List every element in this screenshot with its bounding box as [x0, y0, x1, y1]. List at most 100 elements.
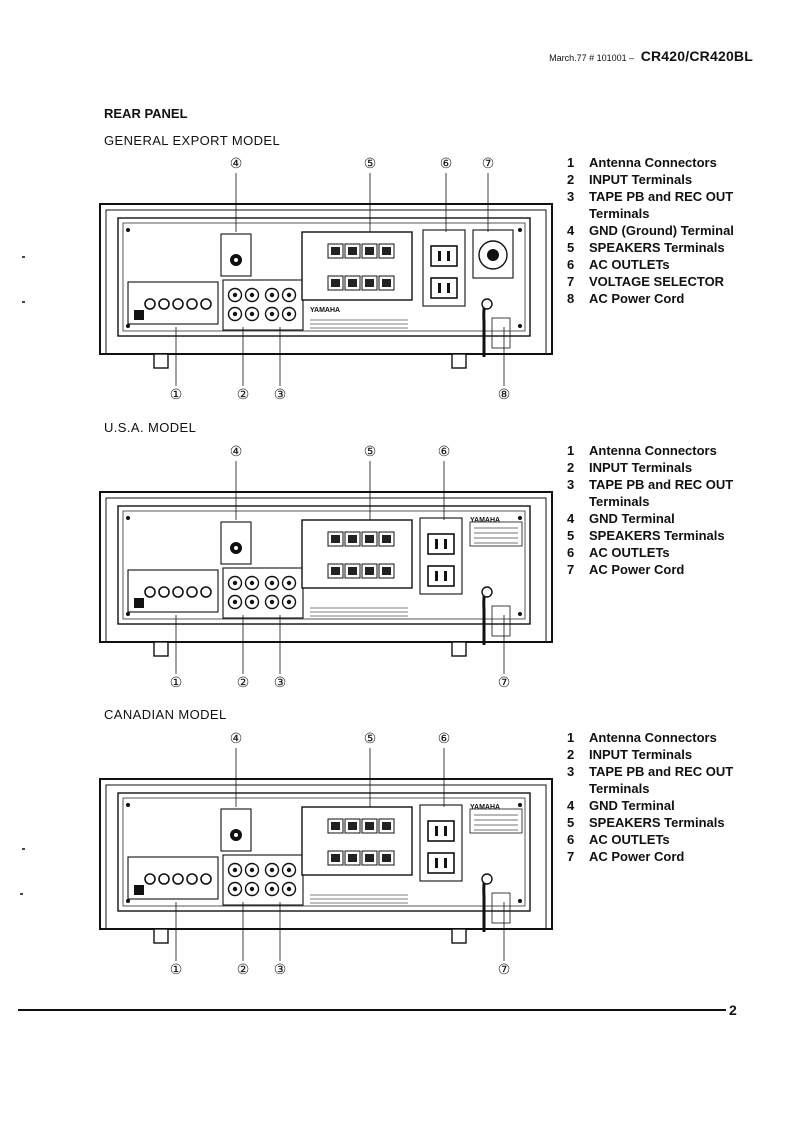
legend-number: 1 — [567, 443, 575, 458]
antenna-connector — [186, 586, 198, 598]
cabinet-foot — [153, 353, 169, 369]
callout-number: ② — [237, 674, 250, 690]
speaker-terminal-clip — [331, 567, 340, 575]
legend-text: Antenna Connectors — [589, 155, 717, 170]
margin-mark — [22, 256, 25, 258]
legend-text: GND Terminal — [589, 798, 675, 813]
terminal-jack-center — [249, 886, 255, 892]
callout-number: ⑥ — [440, 155, 453, 171]
antenna-connector — [200, 298, 212, 310]
antenna-connector — [172, 873, 184, 885]
callout-number: ⑤ — [364, 730, 377, 746]
antenna-connector — [200, 586, 212, 598]
terminal-jack-center — [269, 867, 275, 873]
legend-text: AC OUTLETs — [589, 545, 670, 560]
antenna-switch — [134, 310, 144, 320]
legend-text: INPUT Terminals — [589, 747, 693, 762]
terminal-jack-center — [286, 599, 292, 605]
speaker-terminal-clip — [382, 535, 391, 543]
panel-screw — [518, 899, 522, 903]
legend-number: 6 — [567, 545, 575, 560]
ac-outlet-slot — [444, 858, 447, 868]
terminal-jack-center — [249, 867, 255, 873]
speaker-terminal-clip — [382, 822, 391, 830]
terminal-jack-center — [286, 292, 292, 298]
header-date: March.77 — [549, 53, 587, 63]
legend-number: 5 — [567, 528, 575, 543]
terminal-jack-center — [232, 292, 238, 298]
ac-outlet-slot — [447, 283, 450, 293]
legend-text: Antenna Connectors — [589, 730, 717, 745]
callout-number: ③ — [274, 961, 287, 977]
legend-text: SPEAKERS Terminals — [589, 528, 725, 543]
legend-text: GND Terminal — [589, 511, 675, 526]
callout-number: ④ — [230, 155, 243, 171]
label-plate — [469, 521, 523, 547]
ac-outlet-slot — [435, 571, 438, 581]
ac-outlet — [430, 277, 458, 299]
legend-number: 4 — [567, 798, 575, 813]
terminal-jack-center — [286, 886, 292, 892]
cabinet-inner-edge — [105, 784, 547, 930]
legend-text: INPUT Terminals — [589, 460, 693, 475]
legend-number: 7 — [567, 274, 575, 289]
yamaha-logo: YAMAHA — [310, 307, 340, 314]
legend-text: VOLTAGE SELECTOR — [589, 274, 725, 289]
panel-screw — [126, 803, 130, 807]
speaker-terminal-clip — [365, 822, 374, 830]
ac-outlet-slot — [444, 571, 447, 581]
speaker-terminal-clip — [348, 822, 357, 830]
legend-text: AC Power Cord — [589, 291, 685, 306]
terminal-jack-center — [232, 886, 238, 892]
margin-mark — [22, 848, 25, 850]
speaker-terminal-clip — [365, 279, 374, 287]
callout-number: ⑤ — [364, 155, 377, 171]
callout-number: ① — [170, 674, 183, 690]
terminal-jack-center — [286, 867, 292, 873]
speaker-terminal-clip — [365, 247, 374, 255]
gnd-terminal-center — [234, 546, 238, 550]
speaker-terminal-clip — [382, 247, 391, 255]
speaker-terminal-clip — [365, 535, 374, 543]
panel-screw — [126, 612, 130, 616]
legend-text: AC Power Cord — [589, 562, 685, 577]
legend-text: Antenna Connectors — [589, 443, 717, 458]
callout-number: ⑥ — [438, 730, 451, 746]
ac-cord-clamp — [491, 317, 511, 349]
legend-text: TAPE PB and REC OUT Terminals — [589, 764, 734, 796]
ac-cord-clamp — [491, 892, 511, 924]
rear-plate-inner — [122, 797, 526, 907]
speaker-terminal-clip — [331, 822, 340, 830]
ac-cord-bushing — [481, 586, 493, 598]
section-title-export: GENERAL EXPORT MODEL — [104, 133, 281, 148]
antenna-connector — [158, 298, 170, 310]
yamaha-logo: YAMAHA — [470, 517, 500, 524]
speaker-terminal-clip — [331, 535, 340, 543]
panel-screw — [126, 228, 130, 232]
margin-mark — [20, 893, 23, 895]
antenna-connector — [144, 873, 156, 885]
legend-text: AC Power Cord — [589, 849, 685, 864]
ac-outlet-slot — [447, 251, 450, 261]
legend-number: 4 — [567, 223, 575, 238]
callout-number: ⑦ — [482, 155, 495, 171]
terminal-jack-center — [269, 599, 275, 605]
callout-number: ② — [237, 386, 250, 402]
panel-screw — [126, 324, 130, 328]
rear-panel-title: REAR PANEL — [104, 106, 188, 121]
speaker-terminal-clip — [348, 854, 357, 862]
legend-number: 2 — [567, 747, 575, 762]
ac-outlet-slot — [435, 858, 438, 868]
callout-number: ② — [237, 961, 250, 977]
ac-outlet — [427, 533, 455, 555]
legend-number: 4 — [567, 511, 575, 526]
legend-item: 1 Antenna Connectors — [567, 442, 769, 459]
header-code: # 101001 – — [589, 53, 635, 63]
cabinet-foot — [153, 641, 169, 657]
